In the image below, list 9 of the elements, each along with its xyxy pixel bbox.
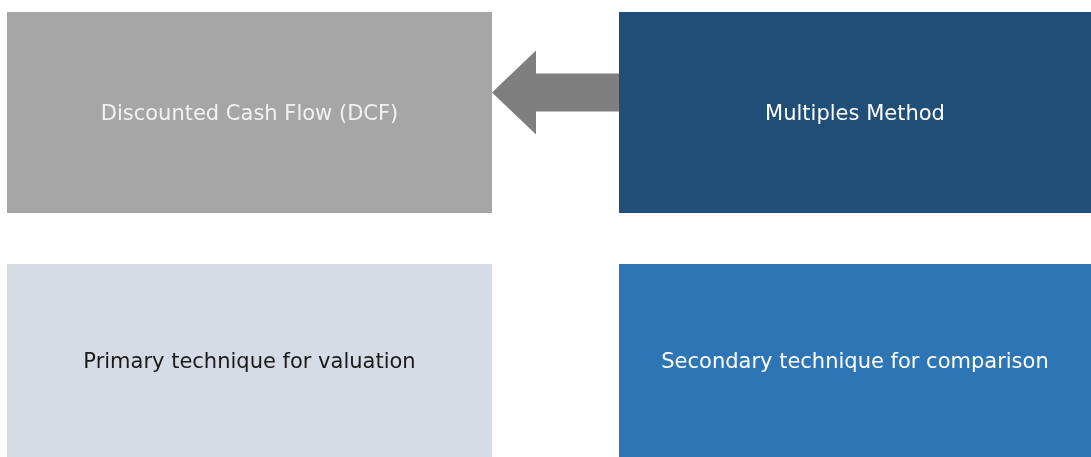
text-box <box>619 264 1091 457</box>
text-box <box>7 264 492 457</box>
box-label: Multiples Method <box>765 100 945 125</box>
box-label: Primary technique for valuation <box>83 348 416 373</box>
text-box <box>7 12 492 213</box>
text-box <box>619 12 1091 213</box>
block-arrow <box>492 50 619 135</box>
box-label: Discounted Cash Flow (DCF) <box>100 100 399 125</box>
box-label: Secondary technique for comparison <box>661 348 1049 373</box>
